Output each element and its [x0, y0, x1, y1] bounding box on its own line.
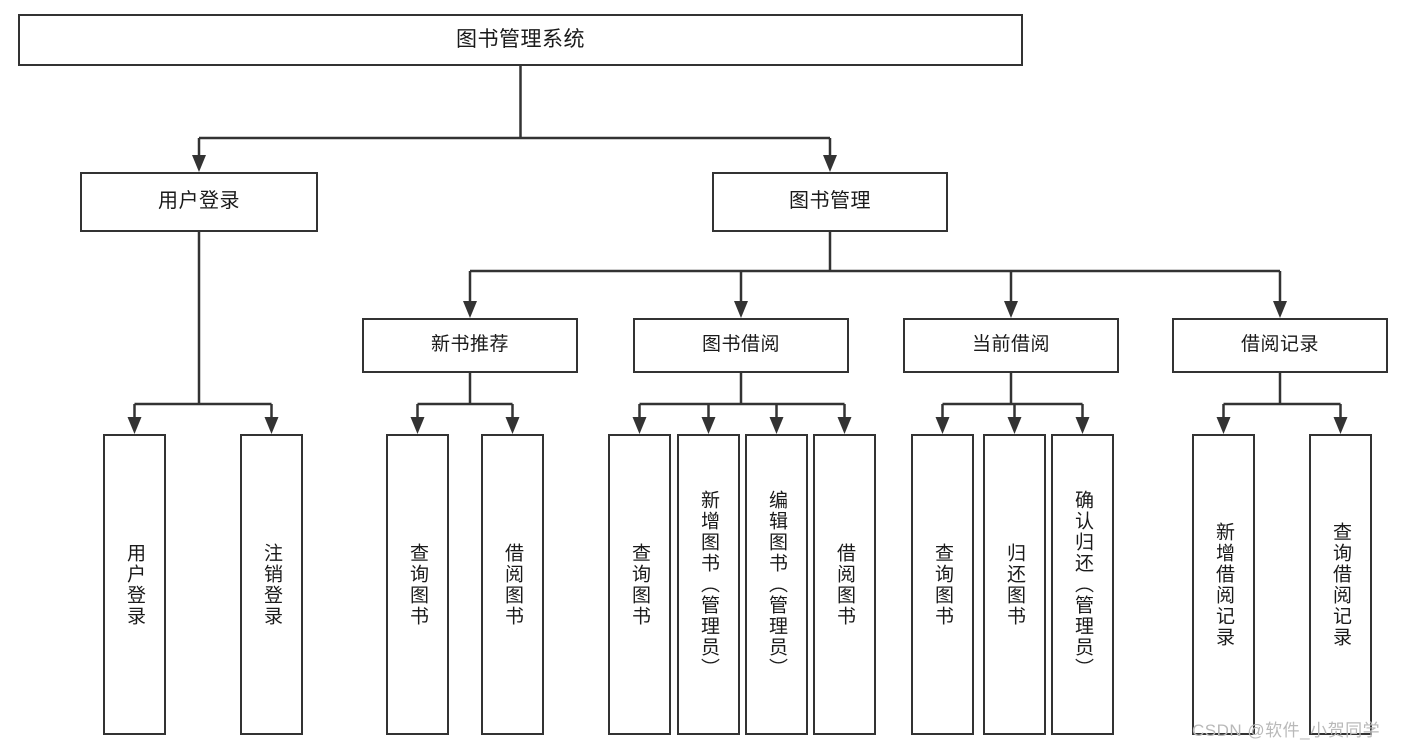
node-rec-2[interactable]: 借阅图书	[481, 434, 544, 735]
node-book-mgmt[interactable]: 图书管理	[712, 172, 948, 232]
connector-arrowhead	[505, 417, 520, 434]
node-user-login[interactable]: 用户登录	[80, 172, 318, 232]
connector-arrowhead	[410, 417, 425, 434]
connector-arrowhead	[1216, 417, 1231, 434]
node-label-new-book-rec: 新书推荐	[430, 334, 509, 356]
connector-arrowhead	[1004, 301, 1018, 318]
node-new-book-rec[interactable]: 新书推荐	[362, 318, 578, 373]
connector-arrowhead	[463, 301, 477, 318]
node-borrow-1[interactable]: 查询图书	[608, 434, 671, 735]
node-borrow-2[interactable]: 新增图书（管理员）	[677, 434, 740, 735]
node-label-borrow-record: 借阅记录	[1240, 334, 1319, 356]
node-label-login-2: 注销登录	[261, 542, 282, 627]
node-label-user-login: 用户登录	[158, 190, 240, 213]
connector-arrowhead	[837, 417, 852, 434]
connector-arrowhead	[701, 417, 716, 434]
node-rcd-1[interactable]: 新增借阅记录	[1192, 434, 1255, 735]
node-label-rcd-2: 查询借阅记录	[1330, 521, 1351, 648]
node-label-cur-3: 确认归还（管理员）	[1072, 490, 1093, 679]
node-borrow-3[interactable]: 编辑图书（管理员）	[745, 434, 808, 735]
node-label-login-1: 用户登录	[124, 542, 145, 627]
node-label-rcd-1: 新增借阅记录	[1213, 521, 1234, 648]
connector-arrowhead	[1273, 301, 1287, 318]
node-label-borrow-1: 查询图书	[629, 542, 650, 627]
node-label-rec-1: 查询图书	[407, 542, 428, 627]
node-root[interactable]: 图书管理系统	[18, 14, 1023, 66]
node-label-current-borrow: 当前借阅	[971, 334, 1050, 356]
node-login-2[interactable]: 注销登录	[240, 434, 303, 735]
node-borrow-4[interactable]: 借阅图书	[813, 434, 876, 735]
node-label-borrow-4: 借阅图书	[834, 542, 855, 627]
watermark-text: CSDN @软件_小贺同学	[1192, 721, 1381, 740]
node-cur-2[interactable]: 归还图书	[983, 434, 1046, 735]
node-cur-1[interactable]: 查询图书	[911, 434, 974, 735]
connector-arrowhead	[632, 417, 647, 434]
connector-arrowhead	[264, 417, 279, 434]
node-rec-1[interactable]: 查询图书	[386, 434, 449, 735]
node-label-borrow-2: 新增图书（管理员）	[698, 490, 719, 679]
node-label-cur-1: 查询图书	[932, 542, 953, 627]
node-label-rec-2: 借阅图书	[502, 542, 523, 627]
connector-arrowhead	[823, 155, 837, 172]
node-borrow-record[interactable]: 借阅记录	[1172, 318, 1388, 373]
node-current-borrow[interactable]: 当前借阅	[903, 318, 1119, 373]
connector-arrowhead	[1007, 417, 1022, 434]
node-label-cur-2: 归还图书	[1004, 542, 1025, 627]
node-label-book-mgmt: 图书管理	[789, 190, 871, 213]
node-login-1[interactable]: 用户登录	[103, 434, 166, 735]
node-label-borrow-3: 编辑图书（管理员）	[766, 490, 787, 679]
node-label-root: 图书管理系统	[456, 27, 585, 51]
connector-arrowhead	[734, 301, 748, 318]
node-label-book-borrow: 图书借阅	[701, 334, 780, 356]
connector-arrowhead	[1333, 417, 1348, 434]
connector-arrowhead	[769, 417, 784, 434]
connector-arrowhead	[127, 417, 142, 434]
node-cur-3[interactable]: 确认归还（管理员）	[1051, 434, 1114, 735]
node-rcd-2[interactable]: 查询借阅记录	[1309, 434, 1372, 735]
node-book-borrow[interactable]: 图书借阅	[633, 318, 849, 373]
connector-arrowhead	[192, 155, 206, 172]
connector-arrowhead	[1075, 417, 1090, 434]
connector-arrowhead	[935, 417, 950, 434]
